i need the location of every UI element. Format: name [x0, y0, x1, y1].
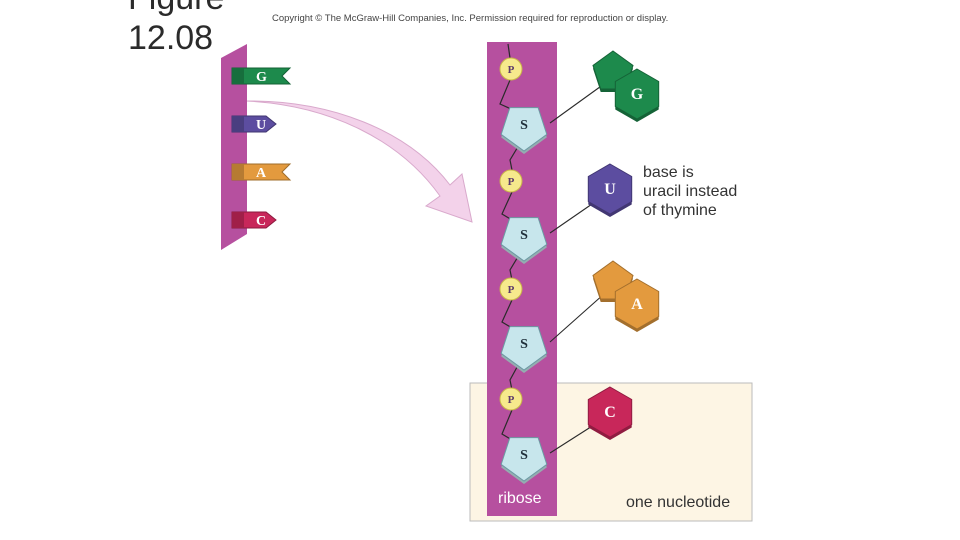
- nucleotide-unit: P S A: [499, 260, 660, 373]
- small-strand-base-tag: C: [231, 211, 277, 229]
- nucleotide-unit: P S G: [499, 50, 660, 154]
- small-strand-base-letter: A: [256, 166, 267, 181]
- sugar-ribose: S: [500, 107, 548, 154]
- copyright-notice: Copyright © The McGraw-Hill Companies, I…: [272, 13, 669, 24]
- glycosidic-bond: [549, 293, 605, 343]
- small-strand-backbone: [221, 44, 247, 250]
- sugar-ribose: S: [500, 326, 548, 373]
- sugar-ribose: S: [500, 437, 548, 484]
- nucleotide-unit: P S U: [499, 163, 633, 264]
- nitrogenous-base-u: U: [587, 163, 633, 217]
- small-strand-base-letter: U: [256, 118, 266, 133]
- nucleotide-unit: P S C: [499, 386, 633, 484]
- nitrogenous-base-g: G: [592, 50, 660, 122]
- small-strand-base-letter: C: [256, 214, 266, 229]
- phosphate-label: P: [508, 176, 515, 188]
- sugar-label: S: [520, 118, 528, 133]
- phosphate-group: P: [499, 169, 523, 193]
- phosphate-label: P: [508, 64, 515, 76]
- small-strand-base-tag: G: [231, 67, 292, 85]
- phosphate-label: P: [508, 394, 515, 406]
- small-strand-base-tag: U: [231, 115, 277, 133]
- uracil-note-line-1: base is: [643, 164, 694, 181]
- uracil-note-line-3: of thymine: [643, 202, 717, 219]
- phosphate-group: P: [499, 277, 523, 301]
- backbone-chain: [499, 43, 523, 447]
- glycosidic-bond: [549, 83, 605, 124]
- base-letter: A: [631, 296, 643, 313]
- sugar-label: S: [520, 228, 528, 243]
- nitrogenous-base-a: A: [592, 260, 660, 332]
- ribose-label: ribose: [498, 490, 542, 507]
- one-nucleotide-label: one nucleotide: [626, 494, 730, 511]
- sugar-label: S: [520, 448, 528, 463]
- slide-title: Figure 12.08: [128, 0, 224, 57]
- nitrogenous-base-c: C: [587, 386, 633, 440]
- phosphate-group: P: [499, 387, 523, 411]
- phosphate-label: P: [508, 284, 515, 296]
- base-letter: U: [604, 181, 616, 198]
- sugar-label: S: [520, 337, 528, 352]
- small-strand-base-letter: G: [256, 70, 267, 85]
- sugar-ribose: S: [500, 217, 548, 264]
- zoom-arrow: [245, 100, 473, 223]
- uracil-note-line-2: uracil instead: [643, 183, 737, 200]
- base-letter: G: [631, 86, 644, 103]
- small-strand-base-tag: A: [231, 163, 292, 181]
- phosphate-group: P: [499, 57, 523, 81]
- base-letter: C: [604, 404, 616, 421]
